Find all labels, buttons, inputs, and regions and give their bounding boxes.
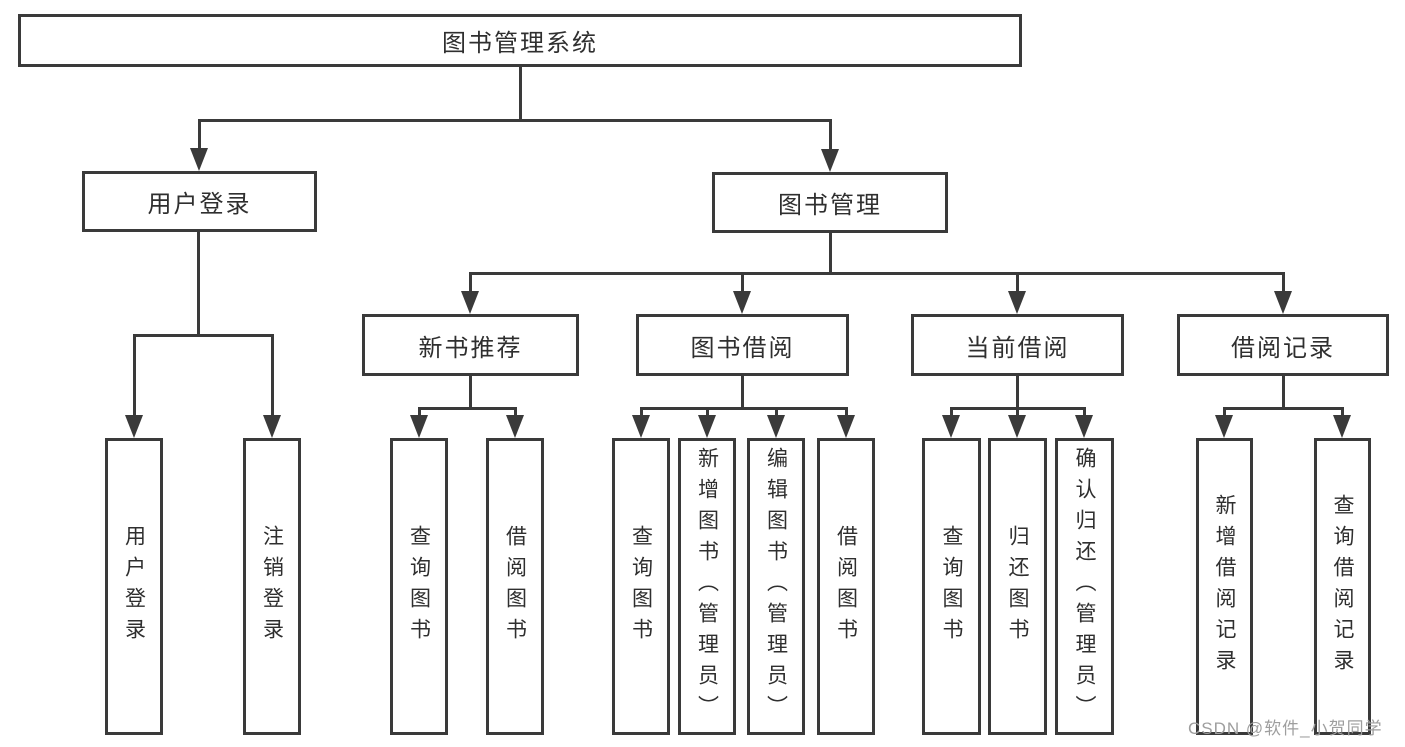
leaf-add-borrow-record: 新增借阅记录 (1196, 438, 1253, 735)
leaf-label: 借阅图书 (834, 524, 858, 649)
node-book-borrowing: 图书借阅 (636, 314, 849, 376)
leaf-label: 查询图书 (940, 524, 963, 649)
connector-user-login-rail (133, 334, 274, 337)
leaf-label: 新增借阅记录 (1213, 493, 1236, 680)
connector-drop-leaf (1223, 407, 1226, 417)
leaf-label: 查询图书 (407, 524, 431, 649)
leaf-label: 新增图书（管理员） (695, 447, 719, 726)
arrow-down-icon (410, 415, 428, 438)
leaf-confirm-return-admin: 确认归还（管理员） (1055, 438, 1114, 735)
node-book-management: 图书管理 (712, 172, 948, 233)
connector-drop-leaf (418, 407, 421, 417)
arrow-down-icon (632, 415, 650, 438)
arrow-down-icon (125, 415, 143, 438)
csdn-watermark: CSDN @软件_小贺同学 (1188, 719, 1383, 738)
arrow-down-icon (1333, 415, 1351, 438)
leaf-borrow-books-recommend: 借阅图书 (486, 438, 544, 735)
connector-section-rail (1223, 407, 1343, 410)
connector-book-mgmt-rail (469, 272, 1284, 275)
connector-drop-leaf (1016, 407, 1019, 417)
connector-book-mgmt-stem (829, 232, 832, 275)
arrow-down-icon (1008, 415, 1026, 438)
node-borrow-records: 借阅记录 (1177, 314, 1389, 376)
arrow-down-icon (190, 148, 208, 171)
leaf-label: 查询借阅记录 (1331, 493, 1354, 680)
connector-drop-section (1016, 272, 1019, 293)
arrow-down-icon (461, 291, 479, 314)
connector-user-login-stem (197, 231, 200, 336)
leaf-edit-books-admin: 编辑图书（管理员） (747, 438, 805, 735)
leaf-label: 编辑图书（管理员） (764, 447, 788, 726)
node-current-borrowing: 当前借阅 (911, 314, 1124, 376)
connector-section-rail (418, 407, 516, 410)
arrow-down-icon (837, 415, 855, 438)
connector-drop-leaf (706, 407, 709, 417)
arrow-down-icon (1274, 291, 1292, 314)
arrow-down-icon (1215, 415, 1233, 438)
leaf-query-borrow-record: 查询借阅记录 (1314, 438, 1371, 735)
leaf-query-books-recommend: 查询图书 (390, 438, 448, 735)
leaf-logout: 注销登录 (243, 438, 301, 735)
leaf-label: 归还图书 (1006, 524, 1029, 649)
connector-drop-book-management (829, 119, 832, 151)
node-library-system: 图书管理系统 (18, 14, 1022, 67)
node-new-book-recommend: 新书推荐 (362, 314, 579, 376)
connector-section-rail (640, 407, 847, 410)
connector-drop-user-login (198, 119, 201, 150)
leaf-return-books: 归还图书 (988, 438, 1047, 735)
arrow-down-icon (821, 149, 839, 172)
arrow-down-icon (1008, 291, 1026, 314)
connector-drop-leaf (775, 407, 778, 417)
connector-drop-leaf (1083, 407, 1086, 417)
leaf-label: 用户登录 (122, 524, 146, 649)
connector-drop-leaf (640, 407, 643, 417)
connector-drop-section (469, 272, 472, 293)
leaf-query-books-borrow: 查询图书 (612, 438, 670, 735)
arrow-down-icon (1075, 415, 1093, 438)
leaf-label: 查询图书 (629, 524, 653, 649)
arrow-down-icon (506, 415, 524, 438)
connector-drop-leaf (845, 407, 848, 417)
connector-drop-leaf (1341, 407, 1344, 417)
leaf-label: 借阅图书 (503, 524, 527, 649)
arrow-down-icon (733, 291, 751, 314)
connector-drop-leaf (271, 334, 274, 417)
node-user-login: 用户登录 (82, 171, 317, 232)
connector-drop-section (741, 272, 744, 293)
connector-root-rail (198, 119, 831, 122)
connector-drop-leaf (950, 407, 953, 417)
leaf-label: 注销登录 (260, 524, 284, 649)
leaf-add-books-admin: 新增图书（管理员） (678, 438, 736, 735)
arrow-down-icon (698, 415, 716, 438)
connector-section-stem (1016, 375, 1019, 409)
arrow-down-icon (767, 415, 785, 438)
connector-section-stem (469, 375, 472, 409)
arrow-down-icon (942, 415, 960, 438)
leaf-borrow-books: 借阅图书 (817, 438, 875, 735)
leaf-user-login: 用户登录 (105, 438, 163, 735)
connector-section-stem (1282, 375, 1285, 409)
connector-root-stem (519, 67, 522, 122)
connector-drop-leaf (133, 334, 136, 417)
connector-section-stem (741, 375, 744, 409)
arrow-down-icon (263, 415, 281, 438)
leaf-query-books-current: 查询图书 (922, 438, 981, 735)
connector-drop-section (1282, 272, 1285, 293)
leaf-label: 确认归还（管理员） (1073, 447, 1096, 726)
connector-drop-leaf (514, 407, 517, 417)
